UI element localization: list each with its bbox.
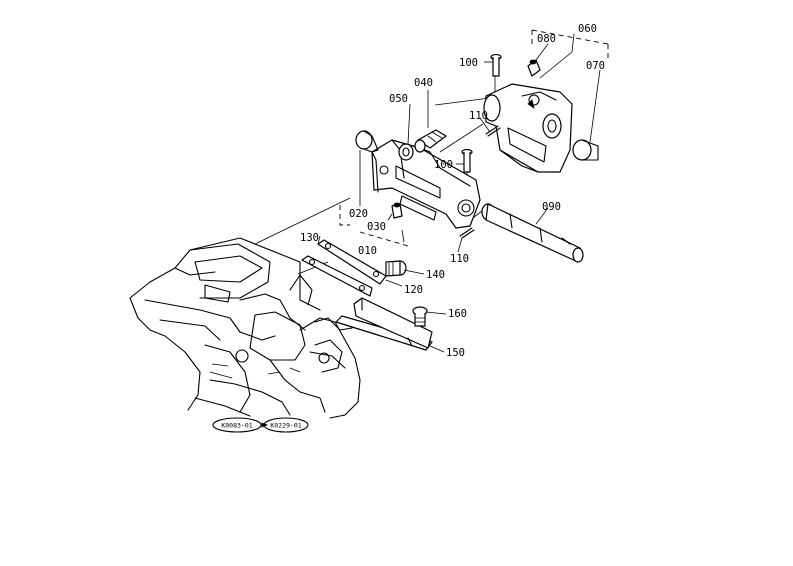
callout-040: 040 (414, 77, 433, 89)
callout-110-lower: 110 (450, 253, 469, 265)
serial-to: K0229-01 (270, 422, 301, 430)
bolt-040 (414, 129, 447, 153)
callout-090: 090 (542, 201, 561, 213)
bolt-140 (385, 260, 407, 277)
plate-150 (335, 297, 433, 351)
callout-070: 070 (586, 60, 605, 72)
upper-housing-060 (483, 83, 573, 173)
bushing-020 (355, 130, 379, 153)
cotter-pin-110-lower (459, 227, 475, 239)
bushing-050 (398, 143, 414, 161)
pin-100-upper (490, 53, 502, 77)
grease-nipple-080 (527, 59, 541, 77)
callout-150: 150 (446, 347, 465, 359)
callout-labels: 060 080 070 100 040 050 110 100 090 020 … (300, 23, 605, 359)
callout-030: 030 (367, 221, 386, 233)
callout-130: 130 (300, 232, 319, 244)
callout-020: 020 (349, 208, 368, 220)
pin-100-lower (461, 148, 473, 173)
serial-from: K0083-01 (221, 422, 252, 430)
callout-050: 050 (389, 93, 408, 105)
callout-110-upper: 110 (469, 110, 488, 122)
serial-to-badge (263, 417, 309, 433)
assembly-lines (254, 29, 609, 275)
callout-010: 010 (358, 245, 377, 257)
main-bracket-part (371, 139, 481, 229)
cotter-pin-110-upper (485, 125, 501, 137)
bushing-070 (572, 139, 599, 161)
callout-100-lower: 100 (434, 159, 453, 171)
tractor-body-outline (129, 237, 361, 419)
leader-lines (317, 33, 601, 353)
callout-100-upper: 100 (459, 57, 478, 69)
callout-060: 060 (578, 23, 597, 35)
callout-140: 140 (426, 269, 445, 281)
callout-160: 160 (448, 308, 467, 320)
callout-080: 080 (537, 33, 556, 45)
bolt-160 (412, 306, 428, 327)
shaft-090 (481, 203, 584, 263)
grease-nipple-030 (391, 202, 403, 219)
callout-120: 120 (404, 284, 423, 296)
plate-130 (301, 255, 373, 297)
serial-range: K0083-01 K0229-01 (212, 417, 309, 433)
